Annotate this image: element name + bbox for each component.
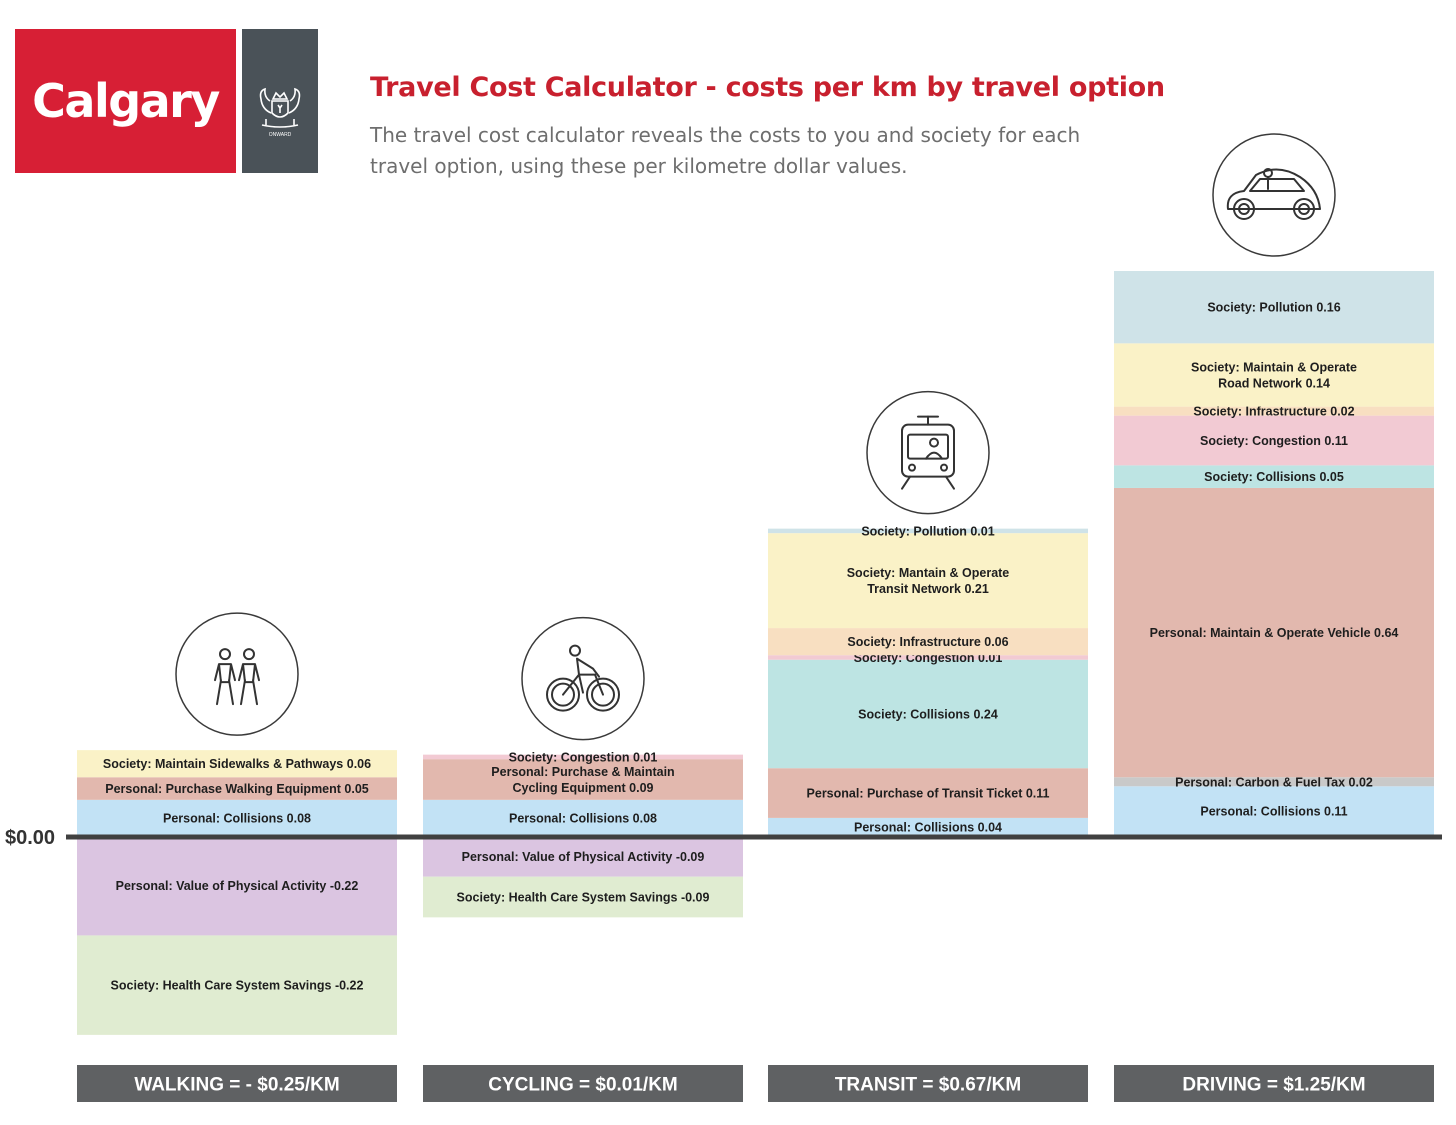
segment-label: Personal: Maintain & Operate Vehicle 0.6…	[1150, 626, 1399, 640]
bar-segment-cycling-3	[423, 836, 743, 877]
bar-segment-transit-0	[768, 817, 1088, 836]
bar-segment-transit-1	[768, 768, 1088, 818]
logo-wordmark: Calgary	[32, 74, 220, 128]
bar-segment-driving-0	[1114, 786, 1434, 836]
bar-segment-cycling-2	[423, 754, 743, 760]
bar-segment-driving-5	[1114, 406, 1434, 416]
bar-segment-transit-3	[768, 655, 1088, 660]
crest-motto: ONWARD	[269, 132, 292, 138]
calgary-logo: Calgary	[15, 29, 236, 173]
segment-label: Personal: Collisions 0.08	[509, 811, 657, 825]
walking-icon	[175, 612, 299, 736]
segment-label: Personal: Value of Physical Activity -0.…	[462, 850, 705, 864]
segment-label: Society: Pollution 0.01	[861, 524, 994, 538]
footer-total-cycling: CYCLING = $0.01/KM	[488, 1075, 678, 1096]
segment-label: Society: Collisions 0.24	[858, 707, 998, 721]
coat-of-arms-icon: ONWARD	[259, 87, 301, 138]
segment-label: Personal: Purchase of Transit Ticket 0.1…	[807, 787, 1050, 801]
bar-segment-driving-3	[1114, 465, 1434, 488]
bar-segment-walking-4	[77, 935, 397, 1035]
bar-segment-transit-5	[768, 533, 1088, 629]
page-title: Travel Cost Calculator - costs per km by…	[370, 72, 1165, 103]
bar-segment-cycling-0	[423, 799, 743, 836]
bar-segment-cycling-1	[423, 759, 743, 800]
segment-label: Personal: Value of Physical Activity -0.…	[116, 879, 359, 893]
bar-segment-driving-4	[1114, 415, 1434, 466]
segment-label: Society: Infrastructure 0.02	[1193, 405, 1354, 419]
bicycle-icon	[521, 616, 645, 741]
segment-label: Society: Health Care System Savings -0.0…	[457, 891, 710, 905]
segment-label: Society: Infrastructure 0.06	[847, 635, 1008, 649]
segment-label: Personal: Collisions 0.04	[854, 820, 1002, 834]
page-subtitle: The travel cost calculator reveals the c…	[370, 123, 1081, 178]
bar-segment-transit-2	[768, 659, 1088, 769]
segment-label: Personal: Collisions 0.08	[163, 811, 311, 825]
train-icon	[866, 390, 990, 515]
bar-segment-driving-1	[1114, 777, 1434, 787]
zero-axis-label: $0.00	[5, 827, 55, 849]
bar-segment-walking-0	[77, 799, 397, 836]
crest-panel: ONWARD	[242, 29, 318, 173]
bar-segment-transit-4	[768, 628, 1088, 656]
bar-segment-cycling-4	[423, 876, 743, 918]
footer-total-walking: WALKING = - $0.25/KM	[134, 1075, 339, 1096]
bar-segment-walking-2	[77, 750, 397, 778]
segment-label: Personal: Collisions 0.11	[1200, 805, 1347, 819]
bar-segment-walking-3	[77, 836, 397, 936]
bar-segment-driving-2	[1114, 487, 1434, 778]
segment-label: Society: Congestion 0.11	[1200, 434, 1348, 448]
footer-bar-cycling	[423, 1065, 743, 1102]
segment-label: Society: Collisions 0.05	[1204, 470, 1344, 484]
footer-total-driving: DRIVING = $1.25/KM	[1182, 1075, 1365, 1096]
segment-label: Personal: Carbon & Fuel Tax 0.02	[1175, 775, 1373, 789]
bar-segment-transit-6	[768, 528, 1088, 534]
segment-label: Society: Congestion 0.01	[509, 750, 658, 764]
bar-segment-driving-6	[1114, 343, 1434, 407]
footer-bar-walking	[77, 1065, 397, 1102]
footer-bar-transit	[768, 1065, 1088, 1102]
segment-label: Society: Maintain Sidewalks & Pathways 0…	[103, 757, 371, 771]
segment-label: Society: Pollution 0.16	[1207, 301, 1340, 315]
bar-segment-driving-7	[1114, 271, 1434, 344]
bar-segment-walking-1	[77, 777, 397, 800]
footer-bar-driving	[1114, 1065, 1434, 1102]
segment-label: Society: Health Care System Savings -0.2…	[111, 979, 364, 993]
segment-label: Personal: Purchase Walking Equipment 0.0…	[105, 782, 369, 796]
car-icon	[1212, 133, 1336, 257]
footer-total-transit: TRANSIT = $0.67/KM	[835, 1075, 1021, 1096]
